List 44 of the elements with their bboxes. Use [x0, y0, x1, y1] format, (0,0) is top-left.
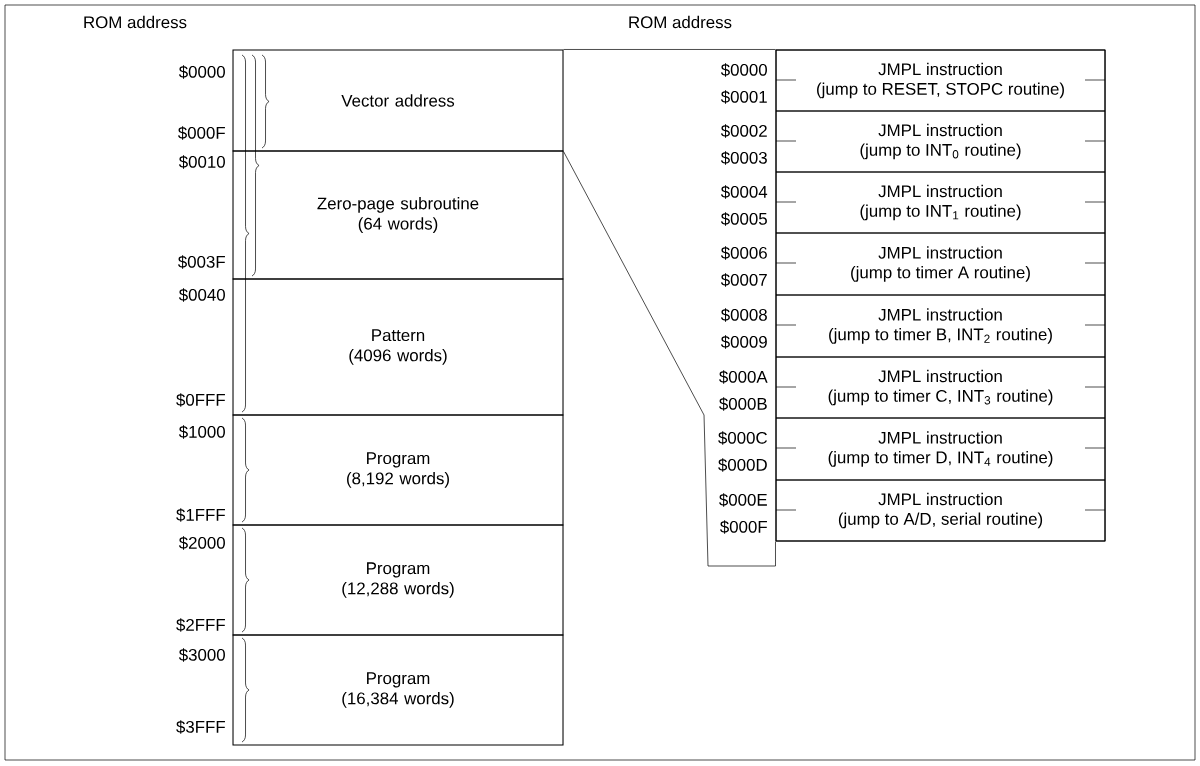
table-row: JMPL instruction (jump to timer C, INT$_{3}$ routine) — [775, 356, 1106, 419]
address-label: $000D — [718, 458, 767, 472]
memory-block: Program (12,288 words) — [232, 524, 564, 636]
address-label: $0009 — [720, 335, 767, 349]
table-row: JMPL instruction (jump to INT$_{0}$ routine) — [775, 110, 1106, 173]
memory-block: Program (16,384 words) — [232, 634, 564, 746]
zoom-line — [563, 49, 776, 50]
memory-block: Pattern (4096 words) — [232, 278, 564, 416]
address-label: $2000 — [178, 536, 225, 550]
memory-block: Zero-page subroutine (64 words) — [232, 150, 564, 280]
address-label: $0006 — [720, 246, 767, 260]
table-row: JMPL instruction (jump to timer D, INT$_{4}$ routine) — [775, 417, 1106, 481]
address-label: $000F — [720, 520, 767, 534]
address-label: $0004 — [720, 185, 768, 199]
address-label: $0000 — [720, 63, 767, 77]
address-label: $000C — [718, 431, 767, 445]
address-label: $0007 — [720, 273, 767, 287]
address-label: $0005 — [720, 212, 767, 226]
table-row: JMPL instruction (jump to RESET, STOPC routine) — [775, 49, 1106, 112]
address-label: $1000 — [178, 425, 225, 439]
address-label: $0FFF — [176, 393, 225, 407]
address-label: $000B — [719, 397, 767, 411]
address-label: $1FFF — [176, 508, 225, 522]
address-label: $0003 — [720, 151, 767, 165]
address-label: $3000 — [178, 648, 225, 662]
address-label: $2FFF — [176, 618, 225, 632]
address-label: $0001 — [720, 90, 767, 104]
table-row: JMPL instruction (jump to A/D, serial routine) — [775, 479, 1106, 542]
address-label: $0040 — [178, 288, 225, 302]
table-row: JMPL instruction (jump to INT$_{1}$ routine) — [775, 171, 1106, 234]
table-row: JMPL instruction (jump to timer A routine) — [775, 232, 1106, 296]
address-label: $0008 — [720, 308, 767, 322]
table-row: JMPL instruction (jump to timer B, INT$_{2}$ routine) — [775, 294, 1106, 358]
address-label: $000F — [178, 126, 225, 140]
memory-block: Vector address — [232, 49, 564, 152]
zoom-line — [563, 151, 776, 567]
address-label: $0010 — [178, 155, 225, 169]
column-heading: ROM address — [629, 15, 732, 29]
address-label: $0002 — [720, 124, 767, 138]
memory-block: Program (8,192 words) — [232, 414, 564, 526]
column-heading: ROM address — [84, 15, 187, 29]
address-label: $003F — [178, 255, 225, 269]
address-label: $000E — [719, 493, 767, 507]
address-label: $000A — [719, 370, 768, 384]
